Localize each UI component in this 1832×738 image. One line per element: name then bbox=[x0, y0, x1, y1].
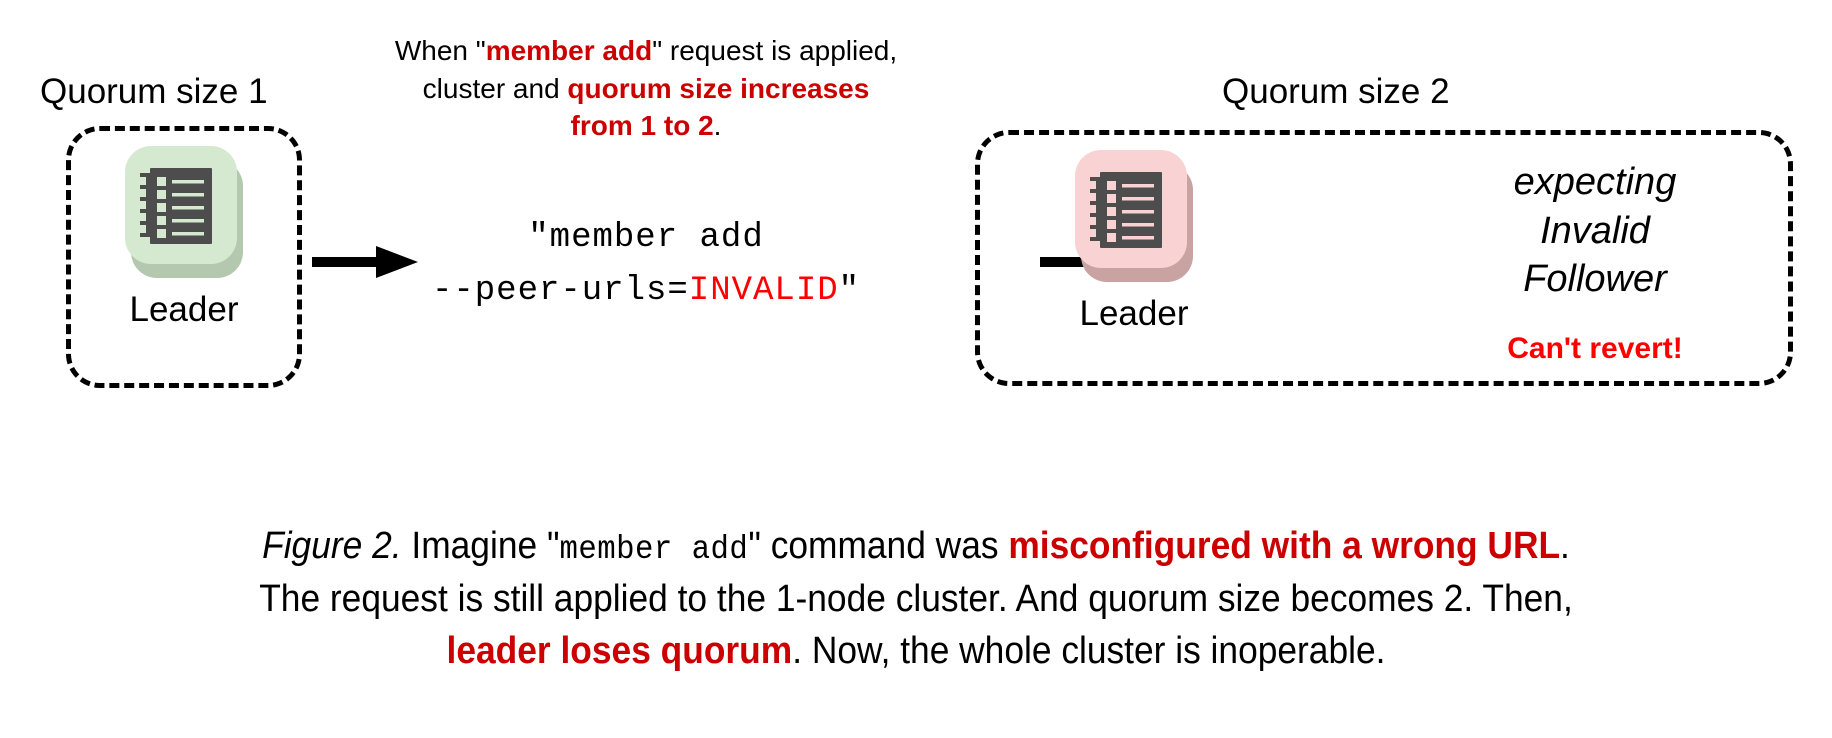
command-line-1: "member add bbox=[528, 219, 764, 257]
server-icon bbox=[1090, 172, 1162, 248]
note-member-add: member add bbox=[485, 35, 653, 66]
caption-figure-number: Figure 2. bbox=[262, 525, 402, 567]
caption-member-add-mono: member add bbox=[559, 531, 749, 568]
status-line-follower: Follower bbox=[1523, 258, 1667, 301]
right-cluster-status: expecting Invalid Follower Can't revert! bbox=[1430, 158, 1760, 366]
note-line2-prefix: cluster and bbox=[422, 72, 568, 104]
right-cluster-heading: Quorum size 2 bbox=[1222, 72, 1450, 111]
note-quorum-increase: quorum size increases bbox=[567, 72, 870, 104]
note-from-1-to-2: from 1 to 2 bbox=[570, 110, 714, 142]
left-cluster-heading: Quorum size 1 bbox=[40, 72, 268, 111]
caption-line-1: Figure 2. Imagine "member add" command w… bbox=[101, 520, 1730, 573]
left-cluster-box bbox=[66, 126, 302, 388]
command-text: "member add --peer-urls=INVALID" bbox=[366, 212, 926, 317]
command-invalid-value: INVALID bbox=[688, 271, 839, 310]
left-node-icon-wrap bbox=[125, 146, 243, 278]
command-flag: --peer-urls= bbox=[431, 271, 689, 310]
caption-misconfigured-emphasis: misconfigured with a wrong URL bbox=[1008, 525, 1561, 567]
caption-line1-b: Imagine " bbox=[401, 525, 560, 567]
figure-caption: Figure 2. Imagine "member add" command w… bbox=[101, 520, 1730, 677]
arrow-left-to-command bbox=[312, 246, 418, 278]
caption-line1-d: " command was bbox=[748, 525, 1009, 567]
left-node-label: Leader bbox=[129, 290, 239, 329]
caption-leader-loses-quorum-emphasis: leader loses quorum bbox=[446, 629, 793, 672]
right-node-label: Leader bbox=[1079, 294, 1189, 333]
caption-line1-f: . bbox=[1560, 525, 1570, 567]
right-cluster-box bbox=[975, 130, 1793, 386]
command-line-2: --peer-urls=INVALID" bbox=[366, 265, 926, 318]
caption-line-3: leader loses quorum. Now, the whole clus… bbox=[101, 625, 1730, 677]
note-line3-period: . bbox=[713, 110, 722, 142]
note-line1-suffix: " request is applied, bbox=[652, 35, 898, 66]
status-line-invalid: Invalid bbox=[1540, 209, 1650, 252]
note-line1-prefix: When " bbox=[394, 35, 486, 66]
right-leader-node: Leader bbox=[1030, 150, 1238, 333]
right-node-icon-wrap bbox=[1075, 150, 1193, 282]
command-close-quote: " bbox=[838, 271, 861, 310]
left-leader-node: Leader bbox=[80, 146, 288, 329]
status-line-expecting: expecting bbox=[1513, 161, 1677, 203]
cant-revert-warning: Can't revert! bbox=[1507, 331, 1683, 365]
caption-line-2: The request is still applied to the 1-no… bbox=[259, 577, 1573, 620]
server-icon bbox=[140, 168, 212, 244]
caption-line3-b: . Now, the whole cluster is inoperable. bbox=[792, 629, 1386, 672]
explanatory-note: When "member add" request is applied, cl… bbox=[336, 32, 956, 145]
